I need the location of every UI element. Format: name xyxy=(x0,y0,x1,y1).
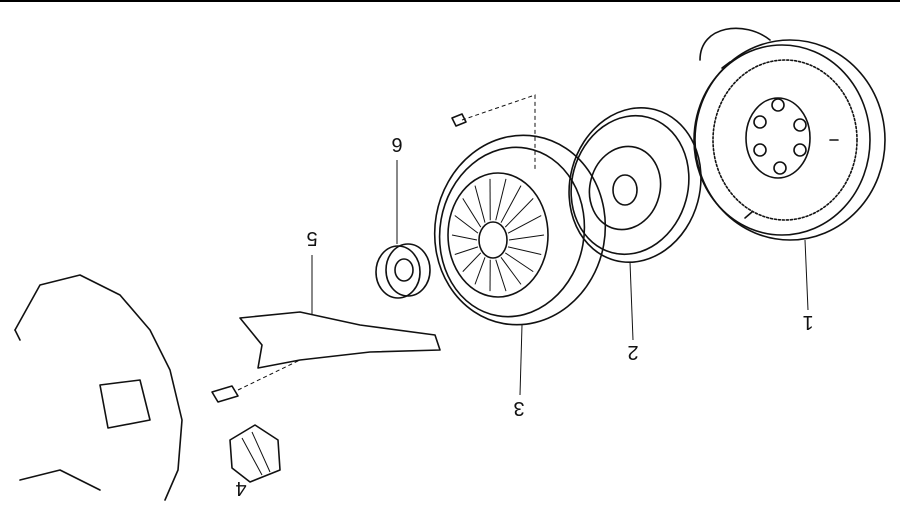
spring-finger xyxy=(508,234,545,241)
callout-5: 5 xyxy=(306,227,317,249)
callout-6: 6 xyxy=(391,133,402,155)
top-border xyxy=(0,0,900,2)
release-bearing xyxy=(375,160,431,299)
pressure-plate xyxy=(433,94,607,396)
spring-finger xyxy=(474,185,486,223)
spring-finger xyxy=(454,246,479,255)
spring-finger xyxy=(500,185,522,223)
spring-finger xyxy=(474,257,486,285)
callout-4: 4 xyxy=(235,477,246,499)
spring-finger xyxy=(462,198,482,228)
boot xyxy=(229,424,281,483)
spring-finger xyxy=(454,215,479,234)
spring-finger xyxy=(504,198,534,228)
spring-finger xyxy=(462,252,482,272)
spring-finger xyxy=(500,257,522,285)
callout-1: 1 xyxy=(802,311,813,333)
flywheel xyxy=(693,27,886,311)
spring-finger xyxy=(507,246,542,255)
spring-finger xyxy=(507,215,542,234)
callout-2: 2 xyxy=(627,341,638,363)
spring-finger xyxy=(451,234,478,241)
callout-3: 3 xyxy=(513,397,524,419)
clutch-disc xyxy=(568,107,702,341)
spring-finger xyxy=(495,259,507,292)
transmission-housing xyxy=(14,274,183,501)
spring-finger xyxy=(495,178,507,221)
spring-finger xyxy=(504,252,534,273)
release-fork xyxy=(211,255,441,403)
